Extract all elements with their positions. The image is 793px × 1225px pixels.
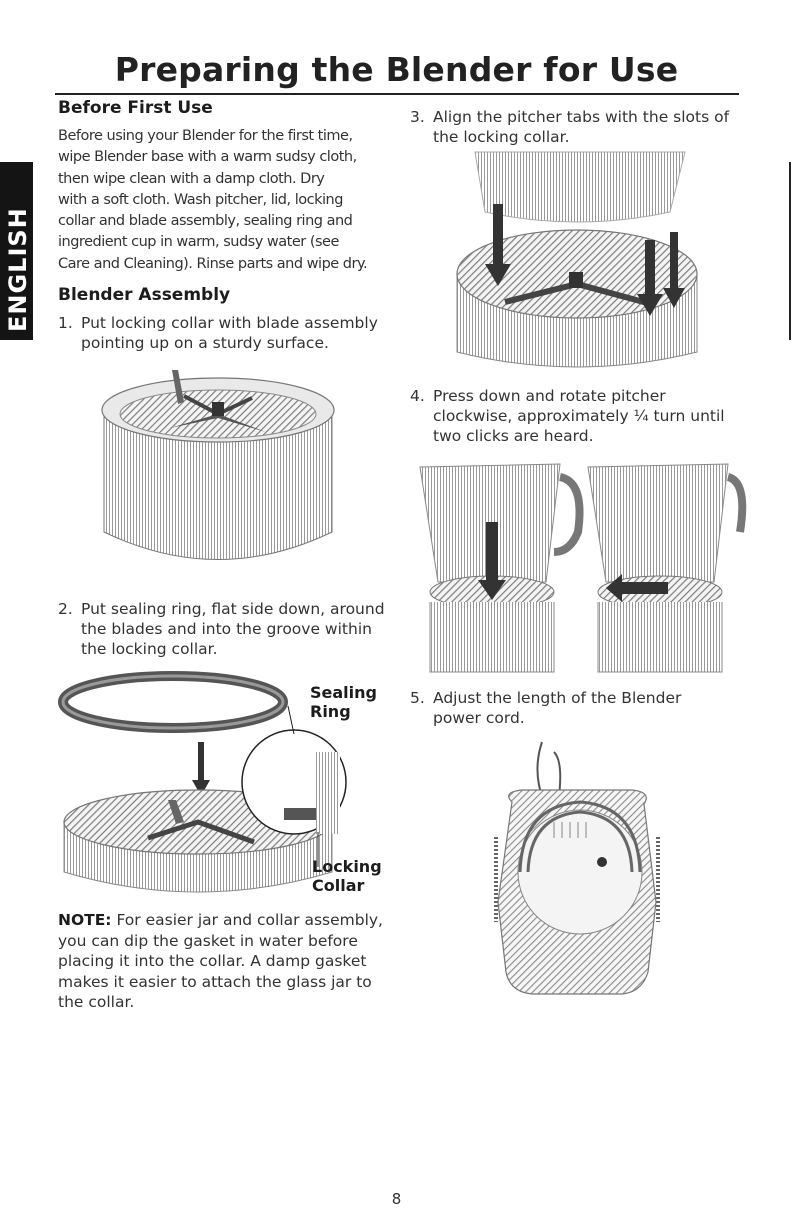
note-label: NOTE:: [58, 911, 112, 929]
text-line: then wipe clean with a damp cloth. Dry: [58, 170, 325, 187]
callout-line: Ring: [310, 702, 351, 721]
sealing-ring-illustration: [58, 671, 347, 893]
before-first-use-text: Before using your Blender for the first …: [58, 126, 368, 275]
text-line: you can dip the gasket in water before: [58, 931, 358, 950]
locking-collar-illustration: [101, 370, 335, 560]
text-line: with a soft cloth. Wash pitcher, lid, lo…: [58, 191, 343, 208]
before-first-use-heading: Before First Use: [58, 98, 213, 118]
step-text: Press down and rotate pitcher clockwise,…: [433, 386, 725, 446]
step-text: Put sealing ring, flat side down, around…: [81, 599, 385, 659]
callout-line: Sealing: [310, 683, 377, 702]
text-line: Press down and rotate pitcher: [433, 387, 666, 405]
text-line: the locking collar.: [81, 640, 218, 658]
step-5: 5. Adjust the length of the Blender powe…: [410, 688, 750, 730]
page-title: Preparing the Blender for Use: [114, 50, 679, 89]
text-line: the blades and into the groove within: [81, 620, 372, 638]
blender-base-cord-illustration: [494, 741, 660, 995]
pitcher-alignment-illustration: [456, 151, 698, 368]
page-number: 8: [391, 1190, 402, 1208]
text-line: Put locking collar with blade assembly: [81, 314, 378, 332]
text-line: Before using your Blender for the first …: [58, 128, 353, 144]
text-line: makes it easier to attach the glass jar …: [58, 972, 372, 991]
text-line: wipe Blender base with a warm sudsy clot…: [58, 149, 357, 166]
text-line: the collar.: [58, 993, 135, 1011]
language-tab: ENGLISH: [0, 162, 33, 340]
language-tab-label: ENGLISH: [4, 207, 32, 332]
callout-line: Collar: [312, 876, 365, 895]
step-number: 2.: [58, 600, 73, 618]
step-number: 1.: [58, 314, 73, 332]
step-number: 3.: [410, 108, 425, 126]
step-3: 3. Align the pitcher tabs with the slots…: [410, 107, 750, 149]
text-line: Align the pitcher tabs with the slots of: [433, 108, 730, 126]
step-1: 1. Put locking collar with blade assembl…: [58, 313, 388, 357]
note-block: NOTE: For easier jar and collar assembly…: [58, 910, 383, 1013]
text-line: clockwise, approximately ¼ turn until: [433, 407, 725, 425]
note-first-line: NOTE: For easier jar and collar assembly…: [58, 910, 383, 931]
text-line: collar and blade assembly, sealing ring …: [58, 213, 353, 230]
text-line: Put sealing ring, flat side down, around: [81, 600, 385, 618]
step-text: Adjust the length of the Blender power c…: [433, 688, 681, 728]
text-line: pointing up on a sturdy surface.: [81, 334, 329, 352]
title-divider: [55, 93, 739, 95]
text-line: placing it into the collar. A damp gaske…: [58, 952, 367, 970]
locking-collar-callout: Locking Collar: [312, 857, 382, 895]
step-number: 4.: [410, 387, 425, 405]
step-text: Put locking collar with blade assembly p…: [81, 313, 378, 353]
callout-line: Locking: [312, 857, 382, 876]
step-2: 2. Put sealing ring, flat side down, aro…: [58, 599, 398, 661]
pitcher-rotation-illustration: [419, 463, 747, 673]
sealing-ring-callout: Sealing Ring: [310, 683, 377, 721]
margin-rule: [789, 162, 791, 340]
step-text: Align the pitcher tabs with the slots of…: [433, 107, 729, 147]
text-line: Care and Cleaning). Rinse parts and wipe…: [58, 255, 368, 272]
text-line: ingredient cup in warm, sudsy water (see: [58, 234, 339, 251]
text-line: For easier jar and collar assembly,: [111, 911, 383, 929]
text-line: power cord.: [433, 709, 525, 727]
text-line: two clicks are heard.: [433, 427, 594, 445]
step-4: 4. Press down and rotate pitcher clockwi…: [410, 386, 750, 448]
blender-assembly-heading: Blender Assembly: [58, 285, 231, 305]
step-number: 5.: [410, 689, 425, 707]
text-line: the locking collar.: [433, 128, 570, 146]
text-line: Adjust the length of the Blender: [433, 689, 682, 707]
